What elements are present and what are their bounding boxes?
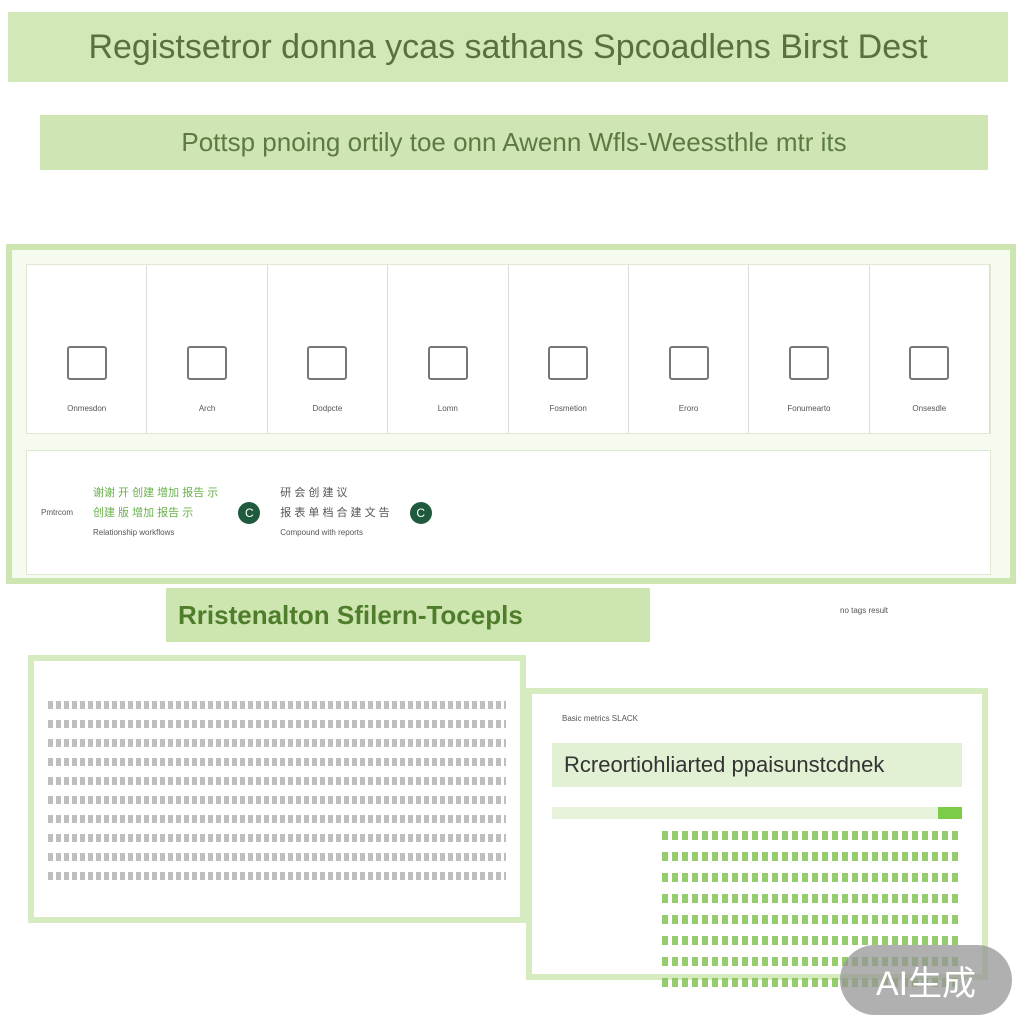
table-header — [552, 807, 962, 819]
section-title: Rristenalton Sfilern-Tocepls — [166, 588, 650, 642]
step-cell[interactable]: Onmesdon — [27, 265, 148, 433]
card-title: Rcreortiohliarted ppaisunstcdnek — [552, 743, 962, 787]
workflow-strip: Onmesdon Arch Dodpcte Lomn Fosmetion Ero… — [6, 244, 1016, 584]
tablet-icon — [548, 346, 589, 380]
table-rows — [532, 831, 982, 987]
grid-icon — [307, 346, 348, 380]
step-cell[interactable]: Fosmetion — [509, 265, 629, 433]
step-cell[interactable]: Lomn — [388, 265, 509, 433]
laptop-icon — [427, 346, 468, 380]
document-icon — [66, 346, 107, 380]
page-title: Registsetror donna ycas sathans Spcoadle… — [8, 12, 1008, 82]
list-icon — [788, 346, 829, 380]
table-card: Basic metrics SLACK Rcreortiohliarted pp… — [526, 688, 988, 987]
step-marker-icon[interactable]: C — [409, 501, 432, 524]
section-meta: no tags result — [840, 606, 889, 615]
step-cell[interactable]: Onsesdle — [870, 265, 990, 433]
detail-text-block: 研 会 创 建 议 报 表 单 档 合 建 文 告 Compound with … — [280, 486, 390, 537]
text-lines — [34, 701, 520, 880]
medal-icon — [668, 346, 709, 380]
row-label: Pmtrcom — [41, 508, 73, 517]
ai-generated-badge: AI生成 — [840, 945, 1012, 1015]
stack-icon — [909, 346, 950, 380]
icon-row: Onmesdon Arch Dodpcte Lomn Fosmetion Ero… — [26, 264, 991, 434]
step-cell[interactable]: Eroro — [629, 265, 750, 433]
step-cell[interactable]: Fonumearto — [749, 265, 870, 433]
green-text-block: 谢谢 开 创建 增加 报告 示 创建 版 增加 报告 示 Relationshi… — [93, 486, 219, 537]
step-marker-icon[interactable]: C — [238, 501, 261, 524]
step-cell[interactable]: Arch — [147, 265, 268, 433]
step-cell[interactable]: Dodpcte — [268, 265, 389, 433]
detail-row: Pmtrcom 谢谢 开 创建 增加 报告 示 创建 版 增加 报告 示 Rel… — [26, 450, 991, 575]
text-card — [28, 655, 526, 923]
page-subtitle: Pottsp pnoing ortily toe onn Awenn Wfls-… — [40, 115, 988, 170]
card-meta: Basic metrics SLACK — [562, 714, 639, 723]
tool-icon — [187, 346, 228, 380]
